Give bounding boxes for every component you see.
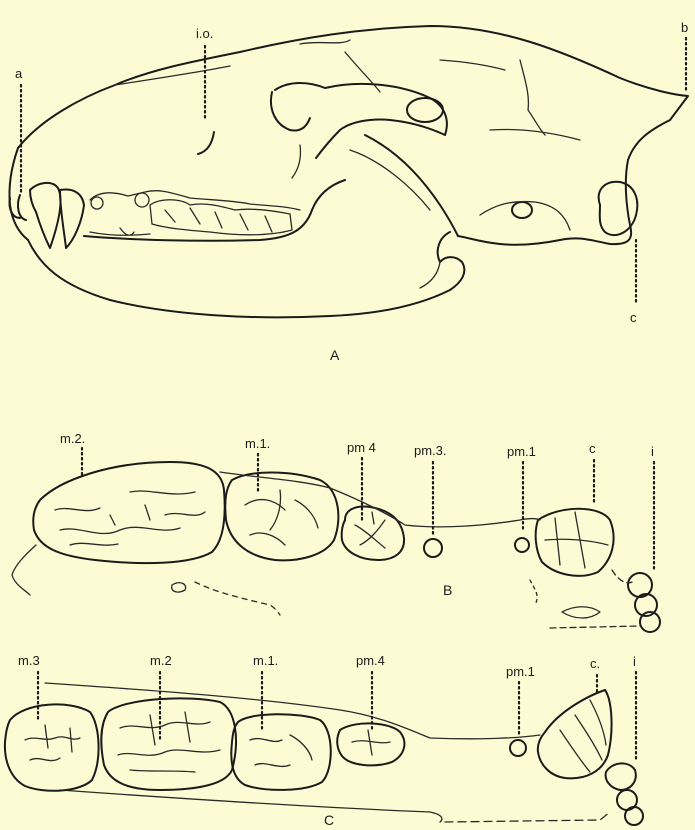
coronoid-process	[365, 135, 458, 236]
tooth-c-upper-lines	[545, 512, 608, 568]
label-c: c	[630, 310, 637, 325]
nasal-mark-b	[172, 583, 186, 592]
tooth-c-upper	[536, 509, 614, 576]
brow-line	[300, 40, 350, 44]
suture-3	[520, 60, 545, 135]
premolar-small-2	[135, 193, 149, 207]
jaw-bottom-c	[60, 790, 442, 822]
label-i-b: i	[651, 444, 654, 459]
tooth-m3	[5, 704, 99, 790]
caption-c: C	[324, 812, 334, 828]
caption-b: B	[443, 582, 452, 598]
label-pm1-b: pm.1	[507, 444, 536, 459]
label-m2-c: m.2	[150, 653, 172, 668]
infraorbital-foramen	[198, 132, 214, 154]
upper-canine	[30, 183, 60, 248]
glenoid-region	[480, 202, 570, 230]
tooth-pm4-c-cusps	[352, 730, 390, 755]
coronoid-inner	[350, 150, 430, 210]
postorbital-process	[407, 98, 443, 122]
label-m1-c: m.1.	[253, 653, 278, 668]
premolar-small-1	[91, 197, 103, 209]
label-m3-c: m.3	[18, 653, 40, 668]
palate-line-b	[220, 472, 540, 527]
tooth-pm3	[424, 539, 442, 557]
tooth-m2	[33, 462, 224, 563]
lower-canine	[60, 190, 84, 248]
molar-cusps	[165, 208, 272, 232]
tooth-m2-c-cusps	[118, 712, 220, 772]
suture-2	[440, 60, 505, 70]
auditory-bulla	[599, 182, 638, 235]
label-b: b	[681, 20, 688, 35]
tooth-m3-cusps	[25, 725, 80, 761]
label-pm3-b: pm.3.	[414, 443, 447, 458]
jaw-top-c	[45, 683, 540, 739]
tooth-pm4-cusps	[355, 512, 385, 548]
tooth-m2-cusps	[55, 491, 205, 545]
label-io: i.o.	[196, 26, 213, 41]
skull-outline	[18, 26, 688, 245]
panel-c-lower-teeth: m.3 m.2 m.1. pm.4 pm.1 c. i C	[5, 653, 643, 828]
palate-rugae-b	[530, 580, 537, 605]
suture-5	[292, 145, 301, 178]
tooth-m2-c	[101, 698, 236, 790]
label-pm4-c: pm.4	[356, 653, 385, 668]
tooth-pm1	[515, 538, 529, 552]
panel-b-upper-teeth: m.2. m.1. pm 4 pm.3. pm.1 c i B	[12, 431, 660, 632]
orbit-rim	[271, 92, 310, 131]
label-pm4-b: pm 4	[347, 440, 376, 455]
muzzle-front	[9, 148, 28, 240]
tooth-c-lower	[538, 690, 612, 778]
label-pm1-c: pm.1	[506, 664, 535, 679]
label-c-c: c.	[590, 656, 600, 671]
palate-dash-b	[195, 582, 280, 615]
label-m1-b: m.1.	[245, 436, 270, 451]
auditory-meatus	[512, 202, 532, 218]
mandible-notch	[420, 262, 440, 288]
tooth-pm1-c	[510, 740, 526, 756]
label-a: a	[15, 66, 23, 81]
jaw-dash-c	[445, 812, 610, 822]
tooth-m1-cusps	[245, 490, 318, 545]
suture-1	[345, 52, 380, 92]
panel-a-skull: a i.o. b c A	[9, 20, 688, 363]
nasal-line	[115, 66, 230, 85]
upper-tooth-row	[90, 191, 300, 210]
mandible	[28, 232, 464, 317]
palate-foramen-b	[562, 607, 600, 618]
tooth-m1-c-cusps	[250, 735, 312, 766]
caption-a: A	[330, 347, 340, 363]
suture-4	[490, 129, 580, 140]
incisor-c-3	[625, 807, 643, 825]
tooth-m2-edge	[12, 545, 36, 595]
label-m2-b: m.2.	[60, 431, 85, 446]
palate-outline-b	[550, 570, 640, 628]
tooth-m1-c	[231, 714, 330, 790]
label-i-c: i	[633, 654, 636, 669]
incisor-c-1	[606, 763, 636, 790]
lower-tooth-row	[90, 228, 150, 235]
label-c-b: c	[589, 441, 596, 456]
